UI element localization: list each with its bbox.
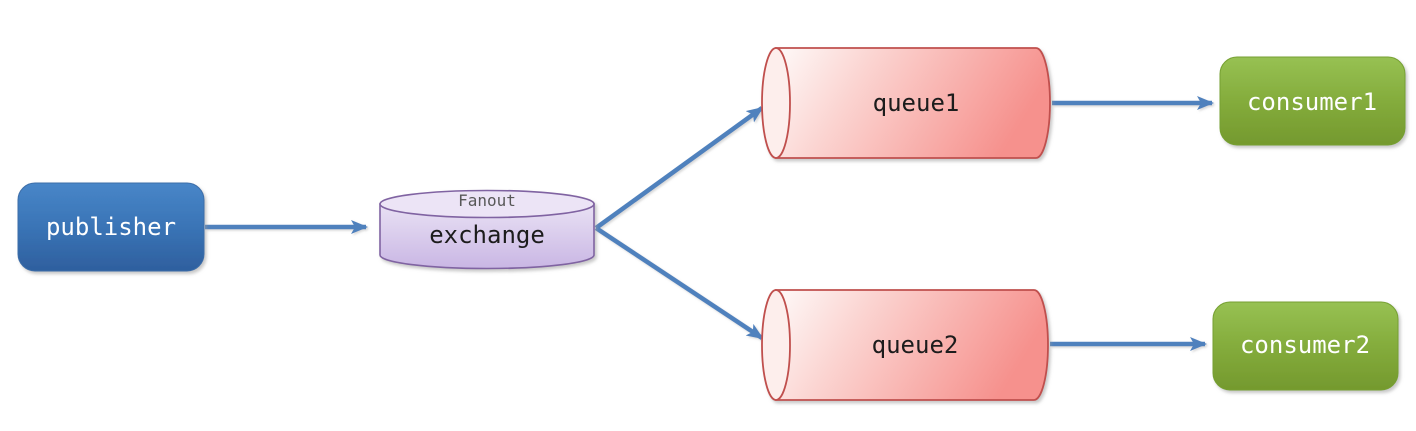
edge-exchange-queue1 — [594, 106, 764, 230]
queue1-label: queue1 — [873, 89, 960, 117]
exchange-cylinder-top — [379, 189, 595, 219]
consumer1-node: consumer1 — [1219, 56, 1406, 146]
queue2-cylinder-cap — [761, 289, 791, 401]
consumer2-box — [1212, 301, 1399, 391]
consumer1-label: consumer1 — [1247, 88, 1377, 116]
edges — [205, 96, 1214, 351]
publisher-box — [17, 182, 205, 272]
consumer1-box — [1219, 56, 1406, 146]
queue2-label: queue2 — [872, 331, 959, 359]
edge-exchange-queue2 — [594, 226, 764, 340]
consumer2-label: consumer2 — [1240, 331, 1370, 359]
exchange-cylinder-body — [379, 203, 595, 270]
exchange-label: exchange — [429, 221, 545, 249]
queue2-node: queue2 — [761, 289, 1049, 401]
consumer2-node: consumer2 — [1212, 301, 1399, 391]
publisher-label: publisher — [46, 213, 176, 241]
queue2-cylinder-body — [775, 289, 1049, 401]
queue1-cylinder-body — [775, 47, 1051, 159]
queue1-cylinder-cap — [761, 47, 791, 159]
queue1-node: queue1 — [761, 47, 1051, 159]
exchange-type-label: Fanout — [458, 191, 516, 210]
publisher-node: publisher — [17, 182, 205, 272]
exchange-node: Fanout exchange — [379, 189, 595, 270]
